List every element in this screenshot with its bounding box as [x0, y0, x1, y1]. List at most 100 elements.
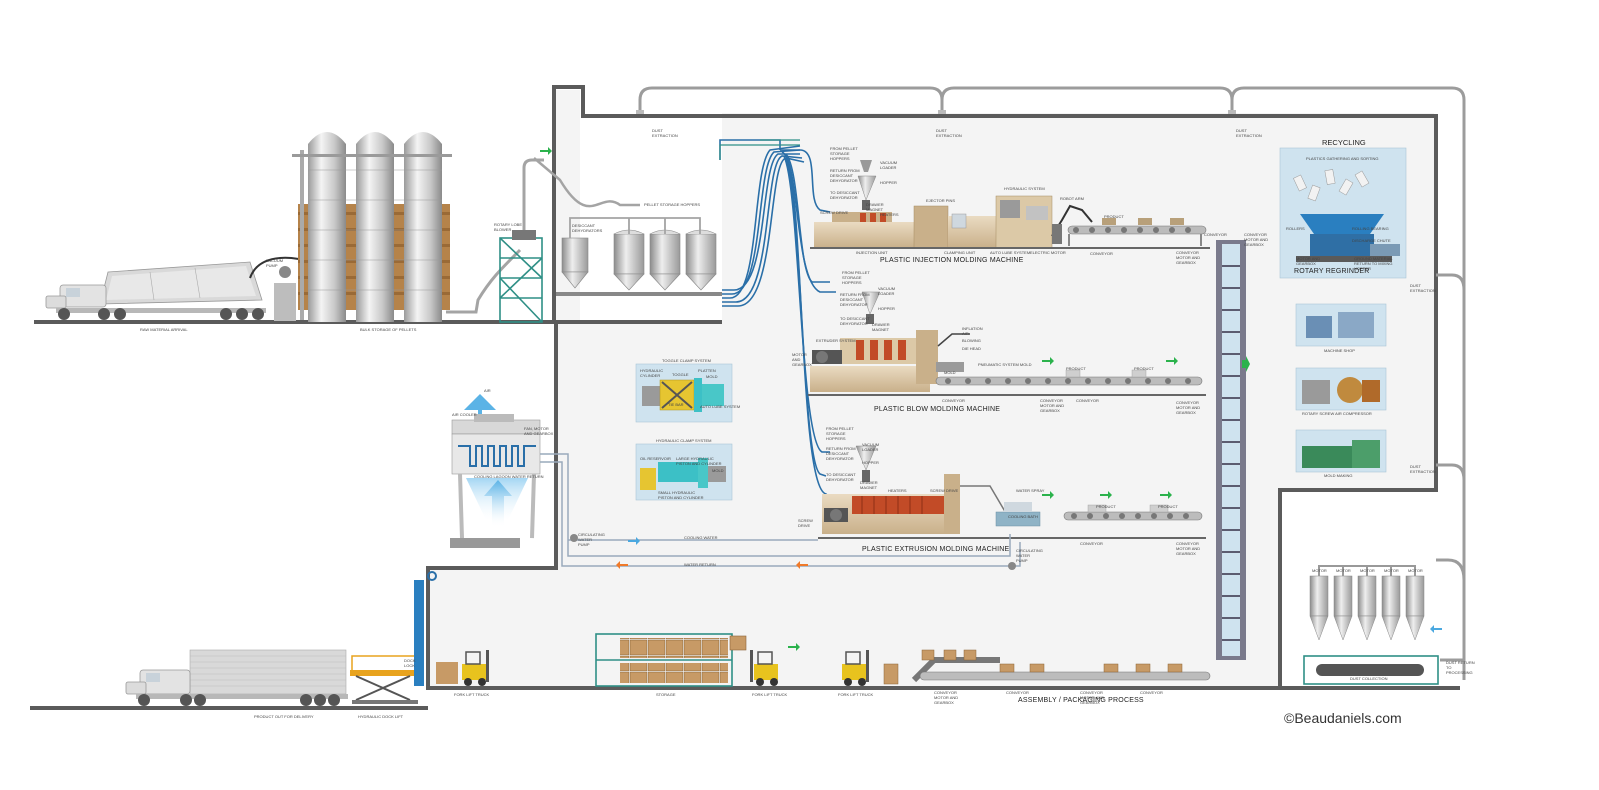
- ext-from-pellet-label: FROM PELLET STORAGE HOPPERS: [826, 426, 854, 441]
- blow-conveyor-label: CONVEYOR: [942, 398, 965, 403]
- vertical-conveyor-label: CONVEYOR: [1204, 232, 1227, 237]
- toggle-hydraulic-cylinder-label: HYDRAULIC CYLINDER: [640, 368, 664, 378]
- flow-arrows: [540, 147, 1442, 651]
- fork-lift-label-3: FORK LIFT TRUCK: [838, 692, 874, 697]
- assembly-conveyor-motor-label-1: CONVEYOR MOTOR AND GEARBOX: [934, 690, 959, 705]
- vacuum-pump-label: VACUUM PUMP: [266, 258, 284, 268]
- dust-collection-label: DUST COLLECTION: [1350, 676, 1388, 681]
- ext-return-desiccant-label: RETURN FROM DESICCANT DEHYDRATOR: [826, 446, 856, 461]
- hydraulic-clamp-panel: [635, 443, 733, 501]
- ext-drawer-magnet-label: DRAWER MAGNET: [860, 480, 878, 490]
- injection-molding-machine: [814, 160, 1093, 249]
- duct-end-caps: [636, 110, 1236, 114]
- air-label: AIR: [484, 388, 491, 393]
- water-return-label: WATER RETURN: [684, 562, 716, 567]
- large-piston-label: LARGE HYDRAULIC PISTON AND CYLINDER: [676, 456, 722, 466]
- toggle-clamp-title: TOGGLE CLAMP SYSTEM: [662, 358, 711, 363]
- ext-screw-label: SCREW DRIVE: [930, 488, 959, 493]
- dust-extraction-label-4: DUST EXTRACTION: [1410, 283, 1436, 293]
- raw-material-arrival-label: RAW MATERIAL ARRIVAL: [140, 327, 188, 332]
- ext-heaters-label: HEATERS: [888, 488, 907, 493]
- pellet-silos: [274, 132, 522, 322]
- blow-blowing-label: BLOWING: [962, 338, 981, 343]
- blow-title: PLASTIC BLOW MOLDING MACHINE: [874, 406, 1001, 413]
- inj-robot-arm-label: ROBOT ARM: [1060, 196, 1084, 201]
- assembly-conveyor-label-2: CONVEYOR: [1140, 690, 1163, 695]
- small-piston-label: SMALL HYDRAULIC PISTON AND CYLINDER: [658, 490, 704, 500]
- blow-conveyor-motor-label: CONVEYOR MOTOR AND GEARBOX: [1040, 398, 1065, 413]
- dock-lock: [414, 571, 437, 686]
- ext-circulating-pump-label: CIRCULATING WATER PUMP: [1016, 548, 1043, 563]
- extrusion-conveyor: [1063, 504, 1203, 521]
- distribution-pipes: [719, 139, 836, 497]
- toggle-mold-label: MOLD: [706, 374, 718, 379]
- rotary-lobe-label: ROTARY LOBE BLOWER: [494, 222, 523, 232]
- dust-motor-label-1: MOTOR: [1312, 568, 1327, 573]
- cooling-water-label: COOLING WATER: [684, 535, 718, 540]
- ext-vacuum-loader-label: VACUUM LOADER: [862, 442, 880, 452]
- hydraulic-dock-label: HYDRAULIC DOCK LIFT: [358, 714, 404, 719]
- inj-electric-motor-label: ELECTRIC MOTOR: [1030, 250, 1066, 255]
- inj-hopper-label: HOPPER: [880, 180, 897, 185]
- air-cooler: [450, 394, 541, 548]
- rollers-label: ROLLERS: [1286, 226, 1305, 231]
- inj-vacuum-loader-label: VACUUM LOADER: [880, 160, 898, 170]
- toggle-tie-bar-label: TIE BAR: [668, 402, 684, 407]
- inj-conveyor-label: CONVEYOR: [1090, 251, 1113, 256]
- rotary-lobe-blower: [499, 237, 543, 323]
- recycling-panel: [1279, 147, 1407, 279]
- recycling-sub-label: PLASTICS GATHERING AND SORTING: [1306, 156, 1379, 161]
- dust-return-label: DUST RETURN TO PROCESSING: [1446, 660, 1475, 675]
- blow-product-label-2: PRODUCT: [1134, 366, 1154, 371]
- ext-water-spray-label: WATER SPRAY: [1016, 488, 1045, 493]
- recycle-motor-label: MOTOR AND GEARBOX: [1296, 256, 1321, 266]
- inj-clamping-unit-label: CLAMPING UNIT: [944, 250, 976, 255]
- ext-to-desiccant-label: TO DESICCANT DEHYDRATOR: [826, 472, 856, 482]
- blow-vacuum-loader-label: VACUUM LOADER: [878, 286, 896, 296]
- desiccant-label: DESICCANT DEHYDRATORS: [572, 223, 603, 233]
- product-out-label: PRODUCT OUT FOR DELIVERY: [254, 714, 314, 719]
- inj-product-label: PRODUCT: [1104, 214, 1124, 219]
- assembly-conveyor-label-1: CONVEYOR: [1006, 690, 1029, 695]
- assembly-title: ASSEMBLY / PACKAGING PROCESS: [1018, 697, 1144, 704]
- ext-screw-drive-label: SCREW DRIVE: [798, 518, 813, 528]
- inj-ejector-pins-label: EJECTOR PINS: [926, 198, 956, 203]
- inj-injection-unit-label: INJECTION UNIT: [856, 250, 888, 255]
- assembly-conveyor-motor-label-2: CONVEYOR MOTOR AND GEARBOX: [1080, 690, 1105, 705]
- water-circuit: [540, 453, 1021, 570]
- hydraulic-mold-label: MOLD: [712, 468, 724, 473]
- storage-rack: [595, 633, 747, 687]
- ext-product-label-2: PRODUCT: [1158, 504, 1178, 509]
- injection-title: PLASTIC INJECTION MOLDING MACHINE: [880, 257, 1024, 264]
- dust-extraction-label-3: DUST EXTRACTION: [1236, 128, 1262, 138]
- inj-auto-lube-label: AUTO LUBE SYSTEM: [990, 250, 1031, 255]
- delivery-truck: [125, 649, 348, 706]
- air-cooler-label: AIR COOLER: [452, 412, 477, 417]
- discharge-chute-label: DISCHARGE CHUTE: [1352, 238, 1391, 243]
- blow-drawer-magnet-label: DRAWER MAGNET: [872, 322, 890, 332]
- inj-hydraulic-system-label: HYDRAULIC SYSTEM: [1004, 186, 1045, 191]
- dust-motor-label-5: MOTOR: [1408, 568, 1423, 573]
- blow-hopper-label: HOPPER: [878, 306, 895, 311]
- recycling-title: RECYCLING: [1322, 138, 1366, 147]
- machine-shop-panel: [1295, 303, 1387, 347]
- pellet-hoppers-label: PELLET STORAGE HOPPERS: [644, 202, 701, 207]
- circulating-pump-label: CIRCULATING WATER PUMP: [578, 532, 605, 547]
- fork-lift-3: [842, 650, 869, 686]
- mold-making-label: MOLD MAKING: [1324, 473, 1353, 478]
- blow-die-head-label: DIE HEAD: [962, 346, 981, 351]
- compressor-panel: [1295, 367, 1387, 411]
- blow-from-pellet-label: FROM PELLET STORAGE HOPPERS: [842, 270, 870, 285]
- cooling-lagoon-label: COOLING LAGOON WATER RETURN: [474, 474, 544, 479]
- copyright: ©Beaudaniels.com: [1284, 710, 1402, 726]
- toggle-label: TOGGLE: [672, 372, 689, 377]
- compressor-label: ROTARY SCREW AIR COMPRESSOR: [1302, 411, 1372, 416]
- extrusion-title: PLASTIC EXTRUSION MOLDING MACHINE: [862, 546, 1010, 553]
- dust-motor-label-2: MOTOR: [1336, 568, 1351, 573]
- blow-conveyor: [935, 369, 1203, 386]
- storage-label: STORAGE: [656, 692, 676, 697]
- ext-hopper-label: HOPPER: [862, 460, 879, 465]
- vertical-conveyor-motor-label: CONVEYOR MOTOR AND GEARBOX: [1244, 232, 1269, 247]
- fork-lift-1: [436, 650, 489, 686]
- blow-inflation-air-label: INFLATION AIR: [962, 326, 983, 336]
